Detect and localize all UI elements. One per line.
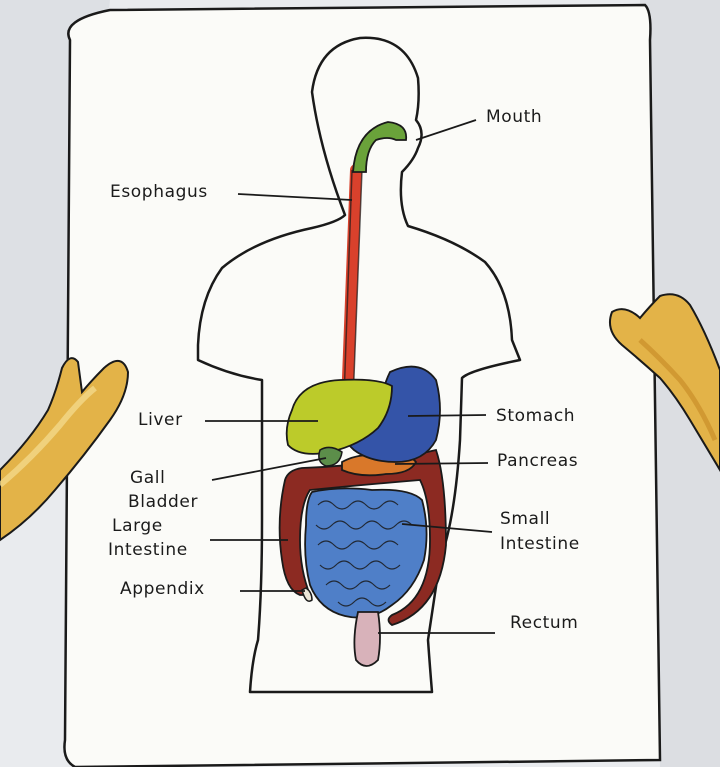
label-small-intestine-line2: Intestine bbox=[500, 534, 580, 554]
label-stomach: Stomach bbox=[496, 406, 575, 426]
label-rectum: Rectum bbox=[510, 613, 578, 633]
rectum bbox=[354, 612, 380, 666]
label-appendix: Appendix bbox=[120, 579, 205, 599]
leader-stomach bbox=[408, 415, 486, 416]
label-small-intestine-line1: Small bbox=[500, 509, 550, 529]
leader-pancreas bbox=[395, 463, 488, 464]
label-large-intestine-line1: Large bbox=[112, 516, 163, 536]
label-gall-bladder-line2: Bladder bbox=[128, 492, 198, 512]
label-gall-bladder-line1: Gall bbox=[130, 468, 165, 488]
label-pancreas: Pancreas bbox=[497, 451, 578, 471]
label-large-intestine-line2: Intestine bbox=[108, 540, 188, 560]
label-liver: Liver bbox=[138, 410, 183, 430]
label-esophagus: Esophagus bbox=[110, 182, 208, 202]
label-mouth: Mouth bbox=[486, 107, 542, 127]
